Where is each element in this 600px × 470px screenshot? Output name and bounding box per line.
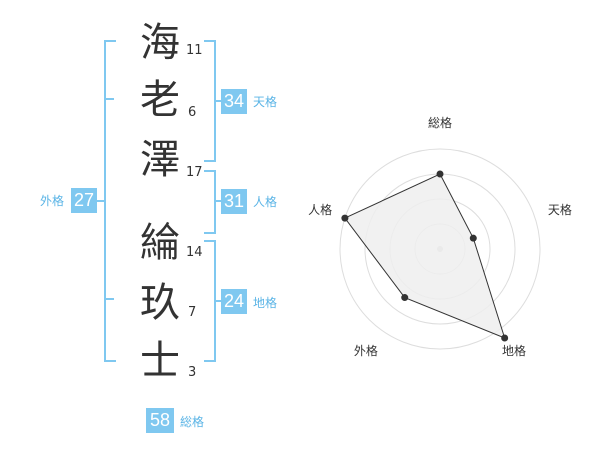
radar-ring [339,148,541,350]
jinkaku-connector [214,200,222,202]
name-char-5: 玖 [140,280,180,326]
radar-point-3 [501,334,509,342]
jinkaku-value-badge: 31 [221,189,247,214]
radar-axis-label: 総格 [428,115,452,130]
radar-area [344,173,506,339]
chikaku-connector [214,300,222,302]
chikaku-value-badge: 24 [221,289,247,314]
stroke-count-4: 14 [186,245,203,260]
stroke-count-3: 17 [186,165,203,180]
stroke-count-1: 11 [186,43,203,58]
soukaku-label: 総格 [180,415,205,429]
radar-point-4 [401,294,409,302]
gaikaku-value-badge: 27 [71,188,97,213]
gaikaku-connector [96,200,104,202]
gaikaku-bracket-tick [104,298,114,300]
stroke-count-5: 7 [188,305,197,320]
tenkaku-label: 天格 [253,95,278,109]
radar-point-5 [341,214,349,222]
gaikaku-label: 外格 [40,194,65,208]
tenkaku-connector [214,100,222,102]
jinkaku-bracket [204,170,216,234]
name-char-4: 綸 [140,220,180,266]
stroke-count-2: 6 [188,105,197,120]
chikaku-label: 地格 [253,296,278,310]
name-char-1: 海 [140,20,180,66]
radar-axis-label: 天格 [548,202,572,217]
radar-axis-label: 地格 [502,343,526,358]
radar-point-1 [436,170,444,178]
name-char-2: 老 [140,77,180,123]
radar-point-2 [469,234,477,242]
stroke-count-6: 3 [188,365,197,380]
name-char-3: 澤 [140,137,180,183]
gaikaku-bracket-tick [104,98,114,100]
radar-axis-label: 人格 [308,202,332,217]
tenkaku-value-badge: 34 [221,89,247,114]
gaikaku-bracket [104,40,116,362]
soukaku-value-badge: 58 [146,408,174,433]
jinkaku-label: 人格 [253,195,278,209]
radar-axis-label: 外格 [354,343,378,358]
name-char-6: 士 [140,338,180,384]
